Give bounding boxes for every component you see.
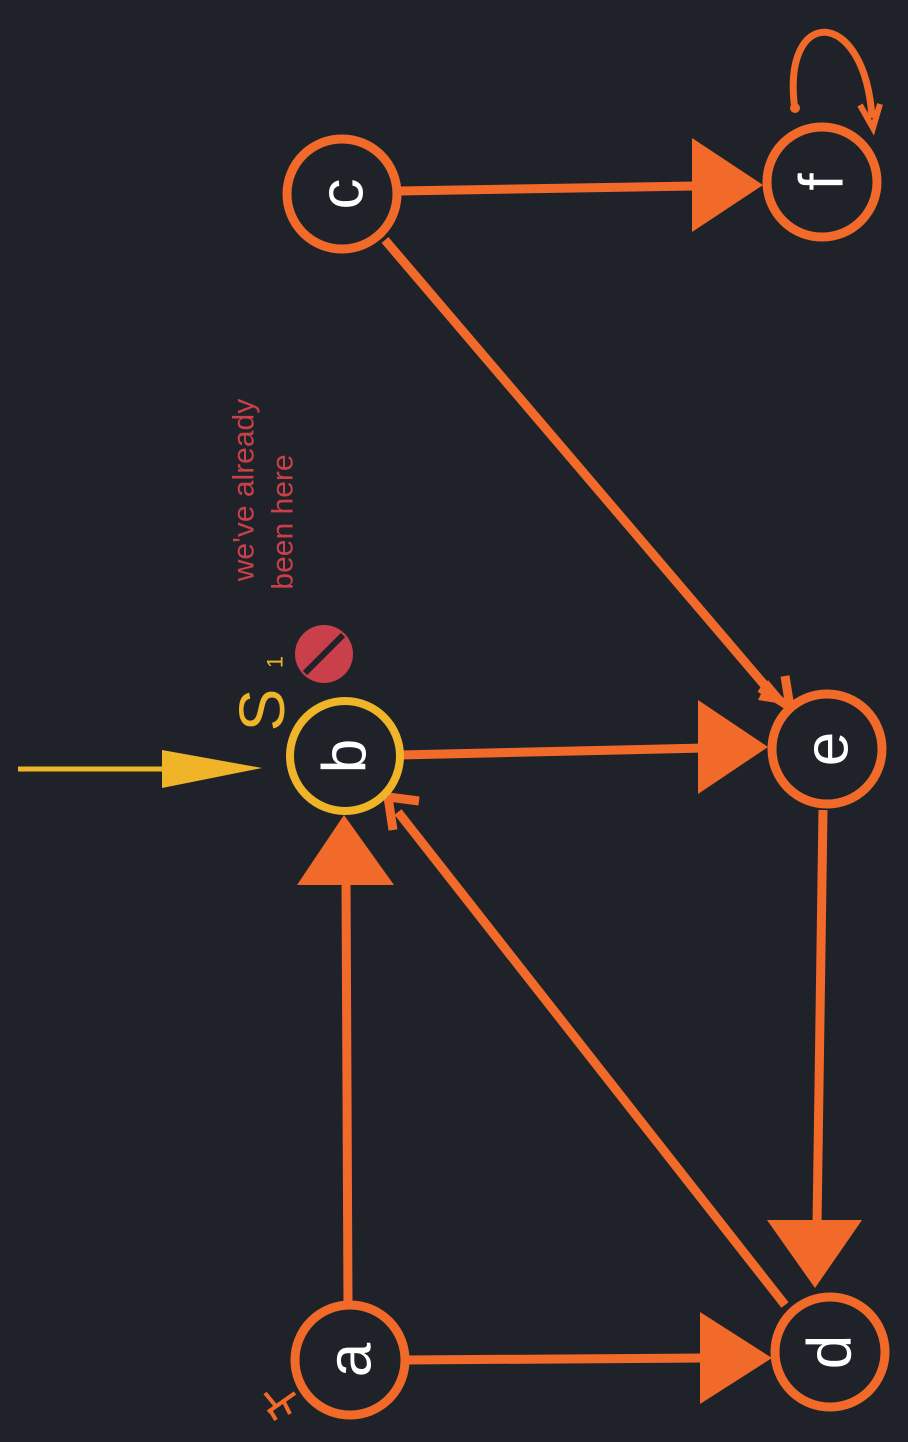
node-a-label: a [316, 1342, 385, 1377]
node-b-label: b [311, 739, 380, 773]
edge-d-to-b [383, 792, 789, 1308]
node-f-label: f [788, 173, 857, 191]
edge-c-to-f [399, 138, 763, 232]
key-icon [263, 1391, 297, 1422]
edge-c-to-e [381, 237, 797, 717]
node-b: b [286, 697, 404, 815]
visited-note: we've already been here [228, 399, 353, 683]
edges [297, 28, 883, 1404]
visited-note-line2: been here [267, 454, 300, 589]
node-f: f [762, 122, 882, 242]
node-a: a [263, 1300, 410, 1422]
edge-f-self-loop [789, 28, 883, 136]
no-entry-icon [295, 625, 353, 683]
node-c: c [282, 134, 402, 254]
edge-e-to-d [767, 809, 862, 1288]
start-state-subscript: 1 [263, 656, 288, 668]
node-e: e [767, 689, 887, 809]
edge-b-to-e [399, 700, 768, 794]
start-state-letter: S [226, 689, 298, 732]
node-e-label: e [793, 732, 862, 766]
node-d: d [770, 1292, 890, 1412]
edge-a-to-b [297, 815, 394, 1306]
visited-note-line1: we've already [228, 399, 261, 583]
node-d-label: d [796, 1335, 865, 1369]
node-c-label: c [308, 179, 377, 210]
start-arrow [18, 750, 262, 788]
edge-a-to-d [404, 1312, 772, 1404]
start-state-label: S 1 [226, 656, 298, 731]
